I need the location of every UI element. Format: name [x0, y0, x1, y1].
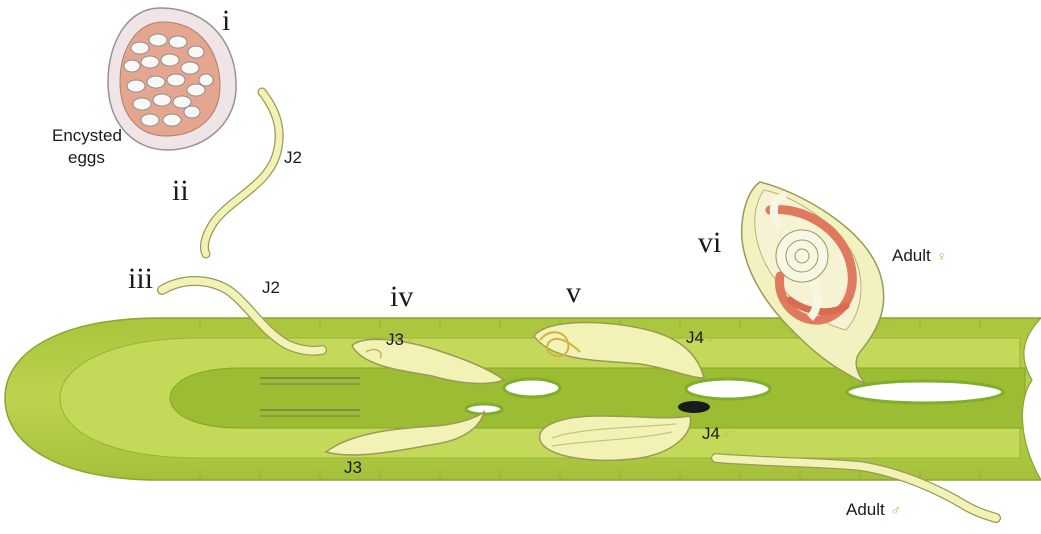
j3-male-text: J3 — [344, 458, 362, 477]
male-symbol-icon: ♂ — [890, 502, 901, 518]
j3-female-text: J3 — [386, 330, 404, 349]
encysted-eggs-label-line1: Encysted — [52, 126, 122, 146]
syncytium-j4-female — [686, 379, 770, 399]
j4-female-label: J4♀ — [686, 328, 715, 348]
female-symbol-icon: ♀ — [705, 330, 716, 346]
j4-male-text: J4 — [702, 424, 720, 443]
adult-female-label: Adult ♀ — [892, 246, 947, 266]
stage-label-iv: iv — [390, 280, 413, 314]
female-symbol-icon: ♀ — [936, 248, 947, 264]
stage-label-v: v — [566, 276, 581, 310]
syncytium-j3-female — [504, 379, 560, 397]
adult-female-text: Adult — [892, 246, 931, 265]
encysted-eggs-cyst — [108, 8, 236, 150]
syncytium-adult-female — [847, 381, 1003, 403]
j3-female-label: J3♀ — [386, 330, 415, 350]
stage-label-vi: vi — [698, 226, 721, 260]
male-symbol-icon: ♂ — [721, 426, 732, 442]
adult-male-text: Adult — [846, 500, 885, 519]
stage-label-ii: ii — [172, 174, 189, 208]
j2-free-label: J2 — [284, 148, 302, 168]
stage-label-i: i — [222, 4, 230, 38]
j4-female-text: J4 — [686, 328, 704, 347]
j2-entering-label: J2 — [262, 278, 280, 298]
female-symbol-icon: ♀ — [405, 332, 416, 348]
j3-male-label: J3♂ — [344, 458, 373, 478]
adult-male-label: Adult ♂ — [846, 500, 901, 520]
encysted-eggs-label-line2: eggs — [68, 148, 105, 168]
male-symbol-icon: ♂ — [363, 460, 374, 476]
degenerated-syncytium — [678, 401, 710, 413]
stage-label-iii: iii — [128, 262, 153, 296]
j4-male-label: J4♂ — [702, 424, 731, 444]
